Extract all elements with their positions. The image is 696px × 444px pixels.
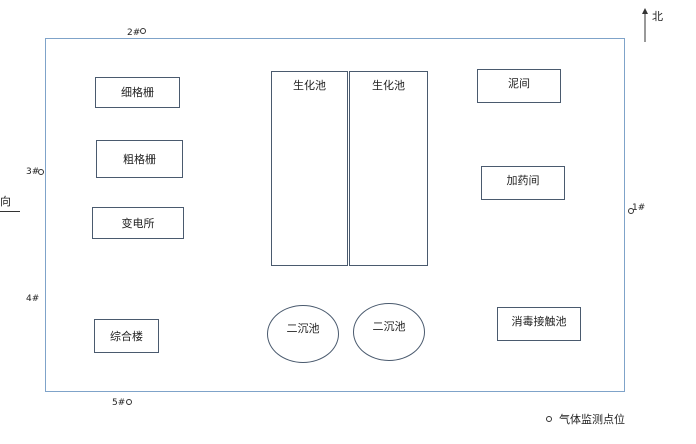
monitoring-point-1-label: 1# <box>632 203 646 213</box>
dosing-room: 加药间 <box>481 166 565 200</box>
west-fragment-line <box>0 211 20 212</box>
legend-point-icon <box>546 416 552 422</box>
bio-tank-1: 生化池 <box>271 71 348 266</box>
bio-tank-2: 生化池 <box>349 71 428 266</box>
office-building-label: 综合楼 <box>110 329 143 343</box>
secondary-clarifier-2: 二沉池 <box>353 303 425 361</box>
substation: 变电所 <box>92 207 184 239</box>
north-arrow-icon <box>642 8 648 42</box>
monitoring-point-3-icon <box>38 169 44 175</box>
monitoring-point-4-label: 4# <box>26 294 40 304</box>
secondary-clarifier-2-label: 二沉池 <box>372 320 406 333</box>
coarse-screen-label: 粗格栅 <box>123 152 156 166</box>
secondary-clarifier-1: 二沉池 <box>267 305 339 363</box>
office-building: 综合楼 <box>94 319 159 353</box>
secondary-clarifier-1-label: 二沉池 <box>286 322 320 335</box>
bio-tank-2-label: 生化池 <box>372 79 405 92</box>
bio-tank-1-label: 生化池 <box>293 79 326 92</box>
disinfection-tank: 消毒接触池 <box>497 307 581 341</box>
sludge-room: 泥间 <box>477 69 561 103</box>
plant-boundary <box>45 38 625 392</box>
west-fragment-label: 向 <box>0 195 11 208</box>
monitoring-point-5-icon <box>126 399 132 405</box>
monitoring-point-1-icon <box>628 208 634 214</box>
coarse-screen: 粗格栅 <box>96 140 183 178</box>
substation-label: 变电所 <box>121 216 155 230</box>
legend-label: 气体监测点位 <box>559 413 625 426</box>
monitoring-point-3-label: 3# <box>26 167 40 177</box>
fine-screen-label: 细格栅 <box>121 86 154 99</box>
north-label: 北 <box>652 10 663 23</box>
monitoring-point-2-icon <box>140 28 146 34</box>
monitoring-point-5-label: 5# <box>112 398 126 408</box>
monitoring-point-2-label: 2# <box>127 28 141 38</box>
fine-screen: 细格栅 <box>95 77 180 108</box>
disinfection-tank-label: 消毒接触池 <box>511 315 567 328</box>
sludge-room-label: 泥间 <box>508 77 530 90</box>
dosing-room-label: 加药间 <box>506 174 540 187</box>
